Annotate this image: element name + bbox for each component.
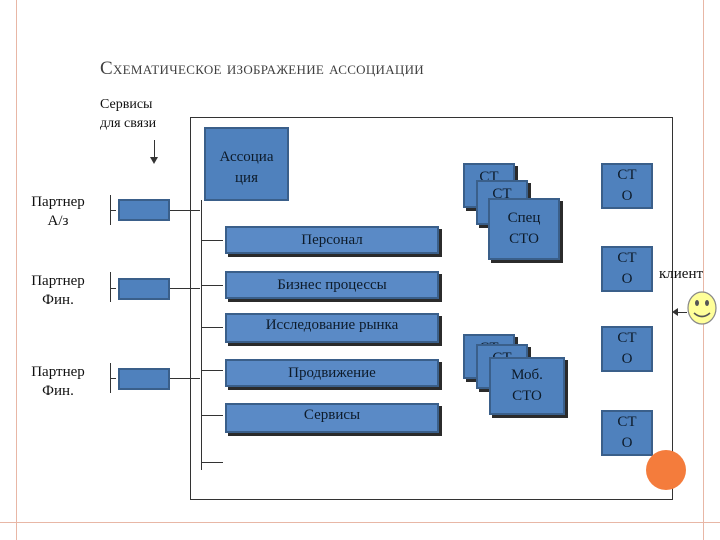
association-box: Ассоциа ция <box>204 127 289 201</box>
partner-fin-1-out-line <box>170 288 200 289</box>
mob-sto-line-1: Моб. <box>511 367 543 383</box>
partner-fin-1-line-1: Партнер <box>31 273 85 289</box>
sto-box-4: СТ О <box>601 410 653 456</box>
partner-fin-2-line-1: Партнер <box>31 364 85 380</box>
partner-fin-1-line-2: Фин. <box>42 292 74 308</box>
department-bus-line <box>201 200 202 470</box>
department-services: Сервисы <box>225 403 439 433</box>
frame-right-line <box>703 0 704 540</box>
partner-az-line-2: А/з <box>47 213 69 229</box>
branch-line-2 <box>201 285 223 286</box>
department-promotion: Продвижение <box>225 359 439 387</box>
mob-sto-box: Моб. СТО <box>489 357 565 415</box>
partner-az-connector-box <box>118 199 170 221</box>
department-market-research: Исследование рынка <box>225 313 439 343</box>
partner-fin-1: Партнер Фин. <box>18 272 98 310</box>
spec-sto-line-1: Спец <box>507 210 541 226</box>
sto-box-2-line-2: О <box>621 271 633 287</box>
sto-box-1-line-2: О <box>621 188 633 204</box>
partner-fin-1-arrow-line <box>110 288 116 289</box>
client-arrow-line <box>675 312 687 313</box>
partner-fin-2-out-line <box>170 378 200 379</box>
decorative-orange-circle <box>646 450 686 490</box>
association-line-2: ция <box>235 170 258 186</box>
mob-sto-line-2: СТО <box>512 388 542 404</box>
partner-az-out-line <box>170 210 200 211</box>
client-label: клиент <box>659 266 704 282</box>
branch-line-4 <box>201 370 223 371</box>
sto-box-3-line-1: СТ <box>617 330 637 346</box>
slide-title: Схематическое изображение ассоциации <box>100 58 424 79</box>
services-arrow-line <box>154 140 155 158</box>
spec-sto-box: Спец СТО <box>488 198 560 260</box>
sto-box-4-line-1: СТ <box>617 414 637 430</box>
frame-left-line <box>16 0 17 540</box>
partner-fin-2-line-2: Фин. <box>42 383 74 399</box>
sto-box-1: СТ О <box>601 163 653 209</box>
branch-line-6 <box>201 462 223 463</box>
partner-az-arrow-line <box>110 210 116 211</box>
partner-fin-1-connector-box <box>118 278 170 300</box>
partner-fin-1-link <box>110 272 111 302</box>
sto-box-1-line-1: СТ <box>617 167 637 183</box>
partner-fin-2-connector-box <box>118 368 170 390</box>
client-arrow-head <box>672 308 678 316</box>
services-arrow-head <box>150 157 158 164</box>
sto-box-2: СТ О <box>601 246 653 292</box>
services-note: Сервисы для связи <box>100 95 156 133</box>
department-business-processes: Бизнес процессы <box>225 271 439 299</box>
branch-line-3 <box>201 327 223 328</box>
partner-az-line-1: Партнер <box>31 194 85 210</box>
partner-fin-2: Партнер Фин. <box>18 363 98 401</box>
sto-box-3-line-2: О <box>621 351 633 367</box>
association-line-1: Ассоциа <box>219 149 274 165</box>
services-note-line-1: Сервисы <box>100 97 153 112</box>
sto-box-2-line-1: СТ <box>617 250 637 266</box>
sto-box-4-line-2: О <box>621 435 633 451</box>
spec-sto-line-2: СТО <box>509 231 539 247</box>
department-personnel: Персонал <box>225 226 439 254</box>
frame-bottom-line <box>0 522 720 523</box>
partner-az: Партнер А/з <box>18 193 98 231</box>
branch-line-1 <box>201 240 223 241</box>
smiley-face-icon <box>687 291 717 325</box>
sto-box-3: СТ О <box>601 326 653 372</box>
partner-fin-2-arrow-line <box>110 378 116 379</box>
services-note-line-2: для связи <box>100 116 157 131</box>
branch-line-5 <box>201 415 223 416</box>
